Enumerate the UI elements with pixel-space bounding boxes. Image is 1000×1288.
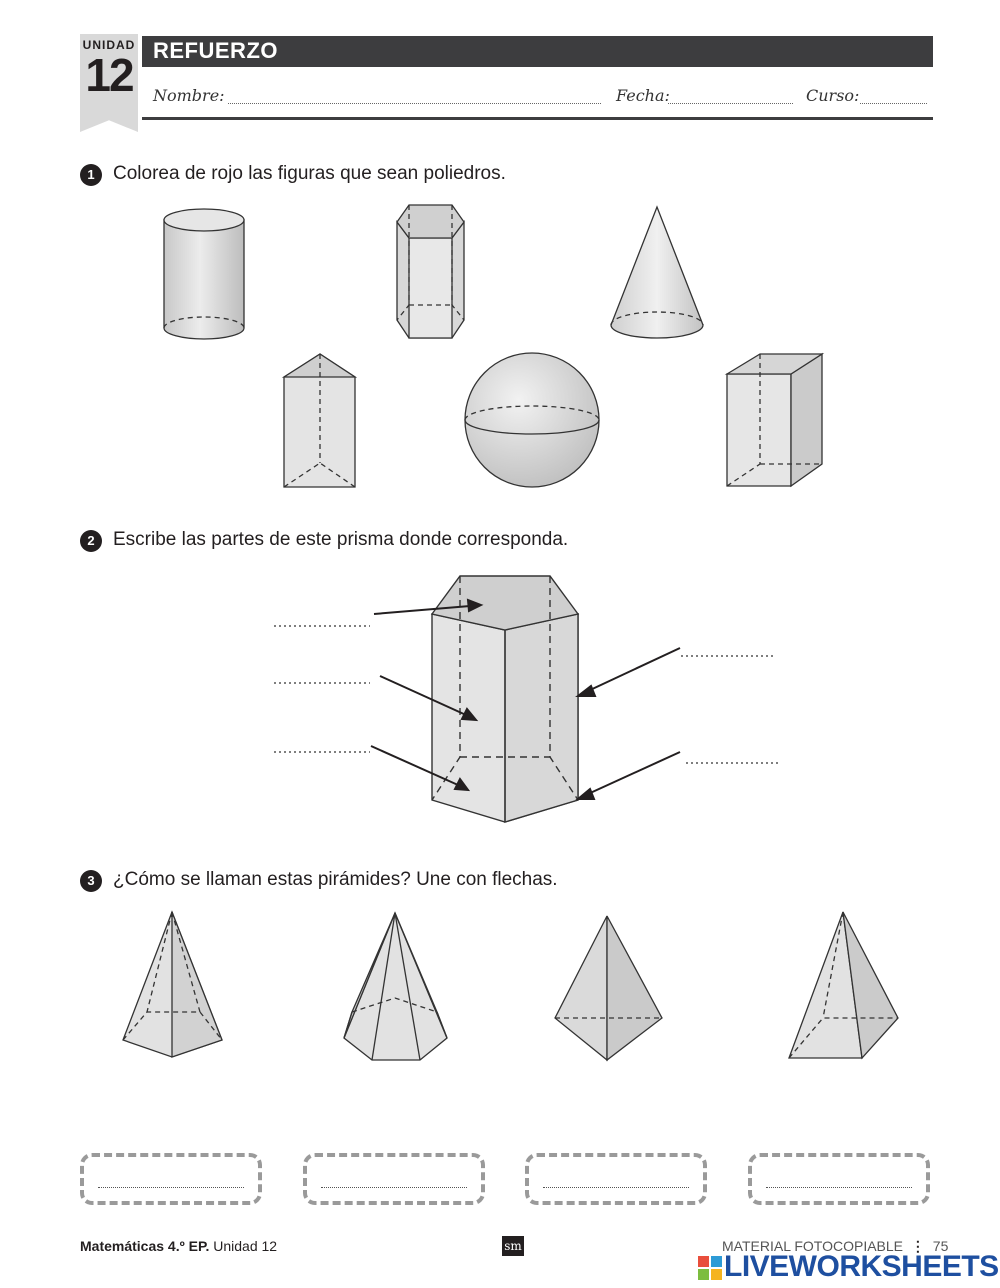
liveworksheets-logo: LIVEWORKSHEETS [698,1250,999,1284]
hexagonal-pyramid[interactable] [343,911,448,1061]
exercise-3-text: ¿Cómo se llaman estas pirámides? Une con… [113,869,558,890]
material-label: MATERIAL FOTOCOPIABLE [722,1238,904,1254]
hexagonal-prism-figure[interactable] [396,204,465,339]
course-label: Curso: [806,86,860,105]
footer-book: Matemáticas 4.º EP. Unidad 12 [80,1238,277,1254]
rectangular-prism-figure[interactable] [724,352,825,488]
pyramid-answer-box-4[interactable] [748,1153,930,1205]
liveworksheets-text: LIVEWORKSHEETS [724,1250,999,1283]
cone-figure[interactable] [610,205,704,339]
title-bar [142,36,933,67]
name-field[interactable] [228,103,601,104]
cylinder-figure[interactable] [163,208,245,340]
triangular-pyramid[interactable] [554,915,663,1062]
liveworksheets-icon [698,1256,722,1280]
footer-material: MATERIAL FOTOCOPIABLE ⋮ 75 [722,1238,949,1254]
footer-book-title: Matemáticas 4.º EP. [80,1238,210,1254]
publisher-logo: sm [502,1236,524,1256]
pentagonal-pyramid-1[interactable] [122,910,223,1058]
page-number: 75 [932,1238,949,1254]
pyramid-answer-box-2[interactable] [303,1153,485,1205]
name-label: Nombre: [153,86,225,105]
footer-book-unit: Unidad 12 [209,1238,278,1254]
unit-tab [80,34,138,132]
pyramid-answer-box-1[interactable] [80,1153,262,1205]
course-field[interactable] [860,103,927,104]
prism-answer-lines[interactable] [274,625,780,764]
unit-number: 12 [85,49,134,101]
date-field[interactable] [668,103,793,104]
sphere-figure[interactable] [464,352,600,488]
pentagonal-prism-diagram [430,575,580,823]
date-label: Fecha: [616,86,670,105]
exercise-2-number: 2 [80,530,102,552]
exercise-3-number: 3 [80,870,102,892]
header-rule [142,117,933,120]
page-title: REFUERZO [153,38,278,63]
exercise-1-number: 1 [80,164,102,186]
square-pyramid[interactable] [788,911,899,1060]
triangular-prism-figure[interactable] [281,353,358,488]
diagram-arrows [370,598,681,800]
unit-word: UNIDAD [82,38,136,52]
pyramid-answer-box-3[interactable] [525,1153,707,1205]
exercise-1-text: Colorea de rojo las figuras que sean pol… [113,163,506,184]
exercise-2-text: Escribe las partes de este prisma donde … [113,529,569,550]
